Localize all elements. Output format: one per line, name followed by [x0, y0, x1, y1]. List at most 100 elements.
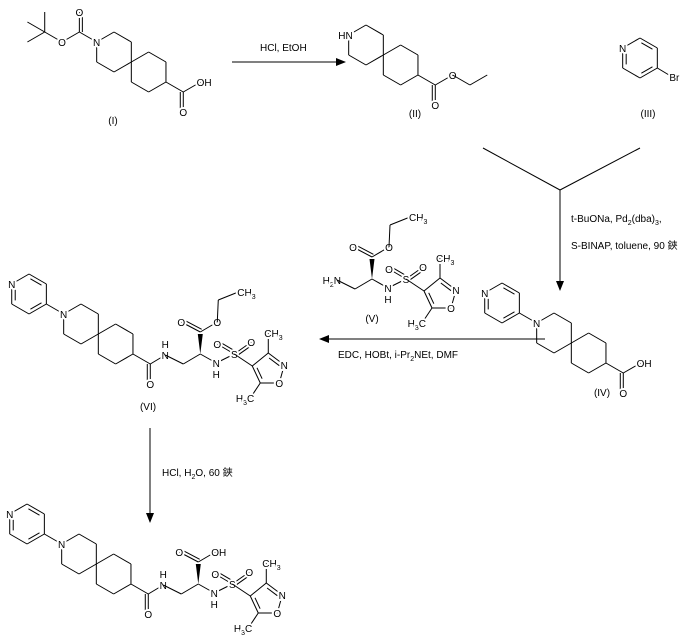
- bond: [28, 508, 40, 516]
- ester-oxygen: O: [385, 243, 393, 254]
- bond: [428, 292, 435, 304]
- amide-nitrogen: N: [160, 581, 167, 592]
- bond: [383, 44, 401, 56]
- compound-label-III: (III): [641, 109, 656, 120]
- isoxazole-nitrogen: N: [452, 286, 459, 297]
- sulfonyl-oxygen: O: [245, 568, 253, 579]
- sulfur: S: [403, 275, 410, 286]
- bond: [249, 382, 261, 399]
- wedge-bond: [369, 259, 375, 279]
- bond: [371, 278, 389, 289]
- bond: [80, 333, 99, 345]
- bond: [519, 312, 537, 324]
- sulfonamide-nitrogen: N: [211, 589, 218, 600]
- bond: [268, 357, 280, 367]
- bond: [439, 277, 457, 291]
- pyridine-nitrogen: N: [8, 280, 15, 291]
- bond: [182, 318, 202, 330]
- bond: [78, 563, 97, 575]
- isoxazole-oxygen: O: [447, 304, 455, 315]
- bond: [200, 353, 217, 364]
- bond: [218, 291, 239, 301]
- bond: [11, 303, 30, 315]
- bond: [417, 74, 436, 86]
- bond: [216, 353, 235, 364]
- bond: [233, 341, 252, 355]
- bond: [435, 74, 453, 86]
- reagent-step3: EDC, HOBt, i-Pr2NEt, DMF: [338, 350, 458, 363]
- bond: [371, 246, 390, 258]
- bond: [113, 553, 132, 565]
- amino-group: H2N: [323, 276, 341, 289]
- bond: [216, 299, 219, 323]
- pyridine-nitrogen: N: [481, 289, 488, 300]
- bond: [183, 81, 201, 93]
- bond: [130, 583, 149, 595]
- isoxazole-oxygen: O: [275, 379, 283, 390]
- bond: [622, 37, 641, 49]
- bond: [216, 570, 235, 582]
- bond: [96, 61, 115, 73]
- bond: [232, 583, 251, 597]
- bond: [132, 353, 151, 365]
- sulfonamide-hydrogen: H: [213, 370, 220, 381]
- amide-hydrogen: H: [162, 340, 169, 351]
- sulfonamide-hydrogen: H: [384, 295, 391, 306]
- bond: [115, 353, 134, 365]
- bond: [639, 67, 658, 79]
- bond: [348, 24, 367, 36]
- bond: [450, 289, 457, 309]
- bond: [80, 303, 99, 315]
- bond: [553, 312, 572, 324]
- compound-III-structure: NBr: [617, 37, 682, 86]
- bond: [30, 302, 42, 310]
- carbonyl-oxygen: O: [177, 318, 185, 329]
- bond: [28, 532, 40, 540]
- carbonyl-oxygen: O: [179, 108, 187, 119]
- bond: [365, 24, 384, 36]
- bond: [113, 61, 132, 73]
- sulfonamide-nitrogen: N: [213, 359, 220, 370]
- bond: [249, 582, 267, 597]
- bond: [96, 553, 114, 565]
- bond: [501, 312, 520, 324]
- bond: [276, 594, 283, 614]
- sulfur: S: [229, 580, 236, 591]
- hydroxyl: OH: [211, 548, 226, 559]
- amide-oxygen: O: [144, 610, 152, 621]
- bond: [266, 587, 278, 597]
- bond: [150, 354, 166, 365]
- amide-oxygen: O: [146, 380, 154, 391]
- bond: [98, 323, 116, 335]
- bond: [180, 548, 200, 560]
- bond: [605, 362, 624, 374]
- bond: [553, 342, 572, 354]
- bond: [622, 67, 641, 79]
- bond: [336, 279, 356, 290]
- bond: [387, 278, 407, 289]
- bond: [501, 282, 520, 294]
- branch-line-left: [482, 147, 561, 191]
- bond: [383, 74, 401, 86]
- bond: [251, 352, 269, 367]
- compound-label-VI: (VI): [140, 402, 156, 413]
- reagent-step2-line1: t-BuONa, Pd2(dba)3,: [571, 214, 662, 227]
- isoxazole-nitrogen: N: [281, 361, 288, 372]
- bond: [78, 533, 97, 545]
- bond: [389, 216, 411, 226]
- sulfonyl-oxygen: O: [419, 263, 427, 274]
- amide-hydrogen: H: [160, 570, 167, 581]
- bond: [183, 353, 201, 365]
- bond: [63, 333, 82, 345]
- bond: [98, 353, 116, 365]
- bond: [148, 51, 167, 63]
- piperidine-nh: HN: [338, 31, 352, 42]
- compound-label-I: (I): [108, 116, 117, 127]
- bond: [423, 290, 433, 309]
- bond: [61, 563, 80, 575]
- pyridine-nitrogen: N: [619, 44, 626, 55]
